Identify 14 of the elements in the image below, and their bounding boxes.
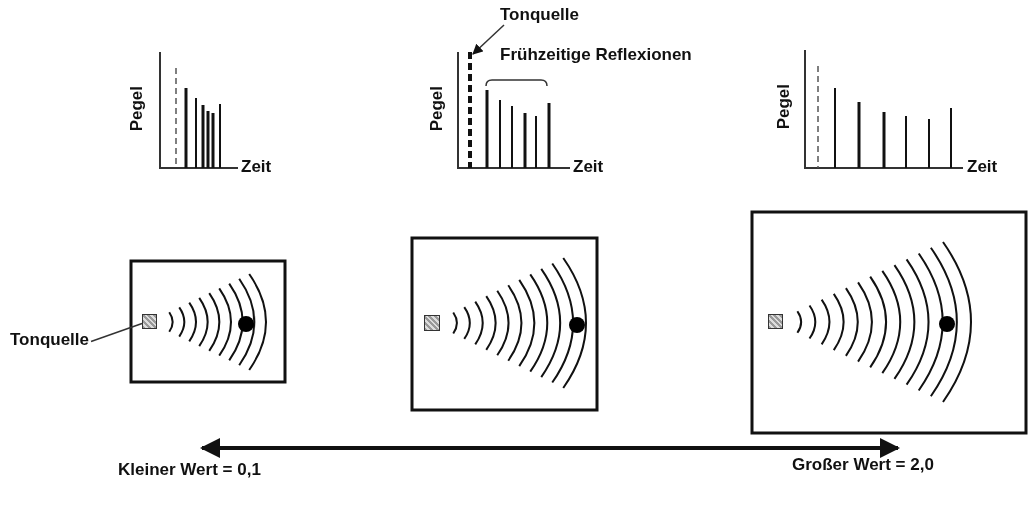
leader-line xyxy=(90,322,143,343)
axis-label: Zeit xyxy=(573,158,604,175)
scale-label: Kleiner Wert = 0,1 xyxy=(118,461,261,478)
annotation-label: Frühzeitige Reflexionen xyxy=(500,46,692,63)
callout-label: Tonquelle xyxy=(10,331,89,348)
leader-line xyxy=(472,24,505,55)
axis-label: Zeit xyxy=(241,158,272,175)
scale-label: Großer Wert = 2,0 xyxy=(792,456,934,473)
callout-label: Tonquelle xyxy=(500,6,579,23)
axis-label: Pegel xyxy=(428,86,445,132)
sound-source-icon xyxy=(142,314,157,329)
axis-label: Zeit xyxy=(967,158,998,175)
axis-label: Pegel xyxy=(128,86,145,132)
axis-label: Pegel xyxy=(775,84,792,130)
